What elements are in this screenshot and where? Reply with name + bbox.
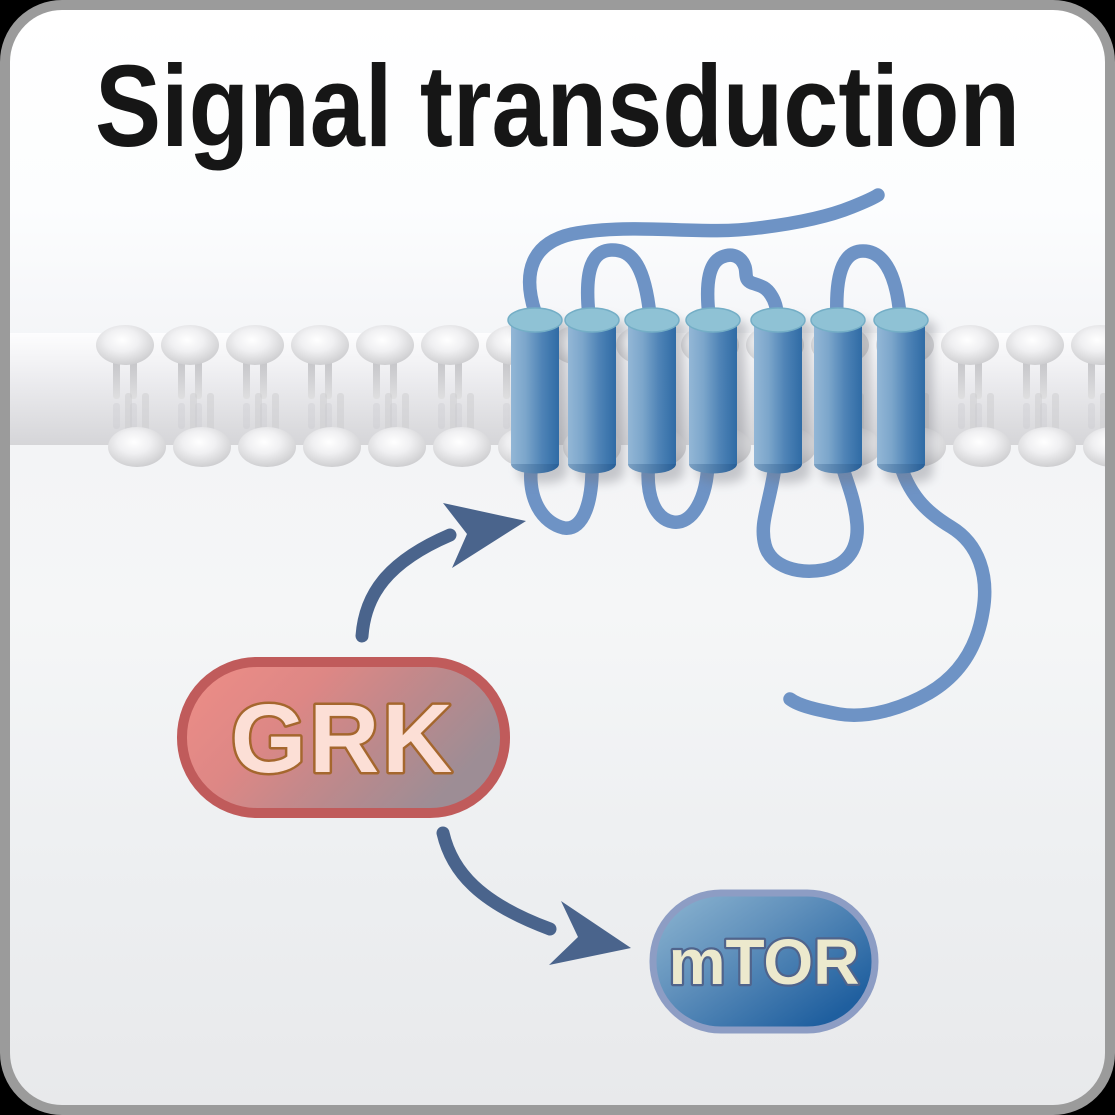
intracellular-loop-2 (641, 453, 715, 529)
intracellular-loop-1 (524, 453, 599, 535)
intracellular-loop-3 (756, 453, 864, 578)
transmembrane-helix-4 (685, 307, 741, 475)
mtor-pill (649, 889, 879, 1034)
grk-to-mtor-arrow (436, 826, 631, 965)
gpcr-receptor-illustration (507, 188, 992, 722)
arrowhead-icon (549, 901, 631, 965)
grk-node: GRK (177, 657, 510, 818)
arrowhead-icon (443, 503, 526, 568)
transmembrane-helix-1 (507, 307, 563, 475)
receptor-c-terminus (783, 453, 992, 722)
transmembrane-helix-7 (873, 307, 929, 475)
arrow-curve (436, 826, 557, 936)
transmembrane-helix-5 (750, 307, 806, 475)
cell-membrane-illustration (10, 325, 1105, 467)
figure-title: Signal transduction (95, 41, 1020, 171)
mtor-label: mTOR (669, 926, 860, 998)
mtor-node: mTOR (649, 889, 879, 1034)
grk-pill (177, 657, 510, 818)
extracellular-loop-3 (830, 244, 907, 323)
extracellular-loop-2 (700, 248, 784, 323)
transmembrane-helix-2 (564, 307, 620, 475)
transmembrane-helix-3 (624, 307, 680, 475)
transmembrane-helix-6 (810, 307, 866, 475)
extracellular-loop-1 (580, 243, 657, 323)
grk-label: GRK (231, 684, 456, 793)
receptor-n-terminus (522, 188, 885, 319)
grk-to-receptor-arrow (355, 503, 526, 643)
arrow-curve (355, 528, 457, 643)
